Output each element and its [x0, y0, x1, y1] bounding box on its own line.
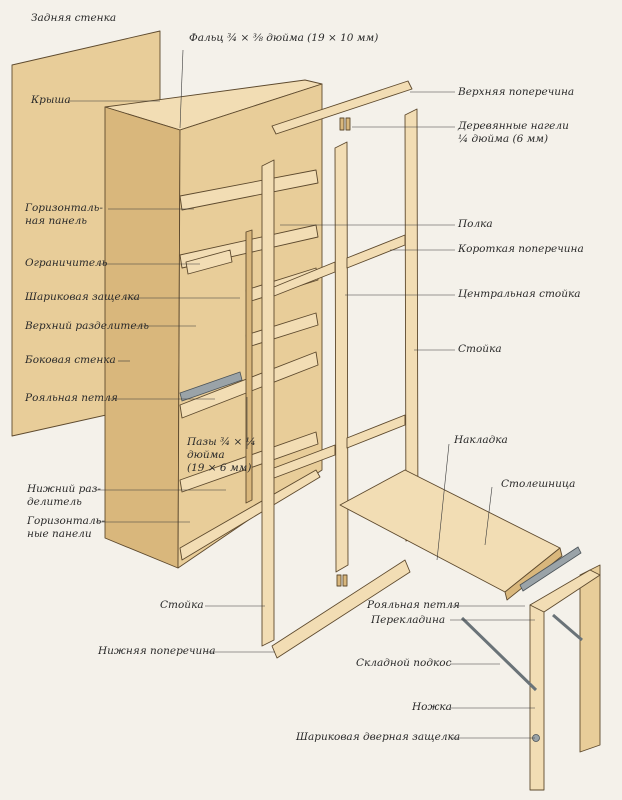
lower-rail-right [346, 414, 406, 449]
leg-back [579, 564, 601, 753]
label-center-stile: Центральная стойка [458, 288, 581, 300]
lower-rail-left [273, 444, 336, 479]
label-tabletop: Столешница [501, 478, 576, 490]
upper-divider [245, 229, 253, 504]
stop-block [185, 249, 233, 275]
leg [529, 597, 545, 791]
label-leg: Ножка [412, 701, 452, 713]
cabinet-carcass [104, 79, 323, 569]
short-rail-left [273, 261, 336, 297]
label-stop: Ограничитель [25, 257, 108, 269]
label-folding-brace: Складной подкос [356, 657, 452, 669]
label-piano-hinge-right: Рояльная петля [367, 599, 460, 611]
label-dowels: Деревянные нагели ¼ дюйма (6 мм) [458, 120, 569, 145]
bottom-rail [271, 559, 411, 659]
label-shelf: Полка [458, 218, 493, 230]
label-upper-divider: Верхний разделитель [25, 320, 149, 332]
label-ball-door-catch: Шариковая дверная защелка [296, 731, 461, 743]
label-piano-hinge-left: Рояльная петля [25, 392, 118, 404]
label-back-wall: Задняя стенка [31, 12, 117, 24]
center-stile [334, 141, 349, 573]
label-stile-right: Стойка [458, 343, 502, 355]
tabletop [339, 469, 582, 601]
piano-hinge-left [179, 371, 243, 402]
label-top-rail: Верхняя поперечина [458, 86, 575, 98]
label-horizontal-panels: Горизонталь- ные панели [27, 515, 105, 540]
label-crossbar: Перекладина [371, 614, 446, 626]
leader-lines [68, 49, 535, 739]
label-stile-bottom: Стойка [160, 599, 204, 611]
crossbar [529, 569, 601, 613]
label-bottom-rail: Нижняя поперечина [98, 645, 216, 657]
label-ball-catch: Шариковая защелка [25, 291, 140, 303]
label-side-wall: Боковая стенка [25, 354, 116, 366]
piano-hinge-right [519, 546, 582, 592]
top-rail [271, 80, 413, 135]
label-horizontal-panel: Горизонталь- ная панель [25, 202, 103, 227]
label-lower-divider: Нижний раз- делитель [27, 483, 101, 508]
label-roof: Крыша [31, 94, 71, 106]
short-rail-right [346, 234, 406, 269]
leg-assembly [460, 564, 601, 791]
stile-left [261, 159, 275, 647]
label-short-rail: Короткая поперечина [458, 243, 584, 255]
label-rabbet: Фальц ¾ × ⅜ дюйма (19 × 10 мм) [189, 32, 379, 44]
door-frame [261, 108, 419, 647]
label-dados: Пазы ¾ × ¼ дюйма (19 × 6 мм) [187, 436, 256, 474]
label-cover-strip: Накладка [454, 434, 508, 446]
